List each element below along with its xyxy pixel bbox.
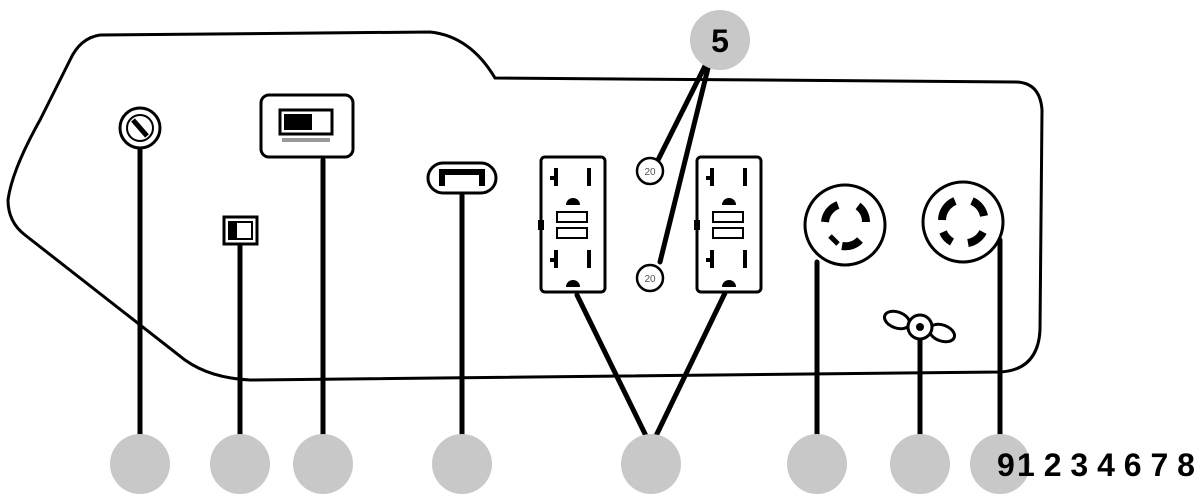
callout-badge (432, 434, 492, 494)
leader-line (654, 49, 715, 165)
circuit-breaker-top-icon: 20 (635, 156, 665, 186)
callout-badge (621, 434, 681, 494)
breaker-rating-label: 20 (644, 274, 656, 285)
callout-number-9: 9 (997, 447, 1015, 483)
ground-terminal-icon (882, 309, 957, 344)
usb-port-icon (426, 161, 498, 195)
callout-number-top: 5 (711, 23, 729, 59)
twist-lock-outlet-right-icon (921, 180, 1005, 264)
callout-badge (890, 434, 950, 494)
callout-badge (970, 434, 1030, 494)
gfci-outlet-left-icon (538, 155, 607, 294)
gfci-outlet-right-icon (694, 155, 763, 294)
ignition-key-icon (118, 106, 162, 150)
leader-line (574, 292, 651, 443)
breaker-rating-label: 20 (644, 167, 656, 178)
callout-badge-top: 5 (690, 10, 750, 70)
callout-badge (210, 434, 270, 494)
circuit-breaker-bottom-icon: 20 (635, 263, 665, 293)
callout-badge (110, 434, 170, 494)
rocker-switch-icon (222, 215, 259, 246)
leader-lines (137, 49, 1003, 443)
callout-badges-bottom (110, 434, 1030, 494)
callout-number-row: 1 2 3 4 6 7 8 (1017, 447, 1195, 483)
panel-outline (6, 30, 1044, 382)
leader-line (651, 290, 728, 443)
callout-badge (787, 434, 847, 494)
twist-lock-outlet-left-icon (803, 183, 887, 267)
callout-badge (293, 434, 353, 494)
leader-line (657, 49, 715, 265)
meter-display-icon (259, 93, 355, 159)
